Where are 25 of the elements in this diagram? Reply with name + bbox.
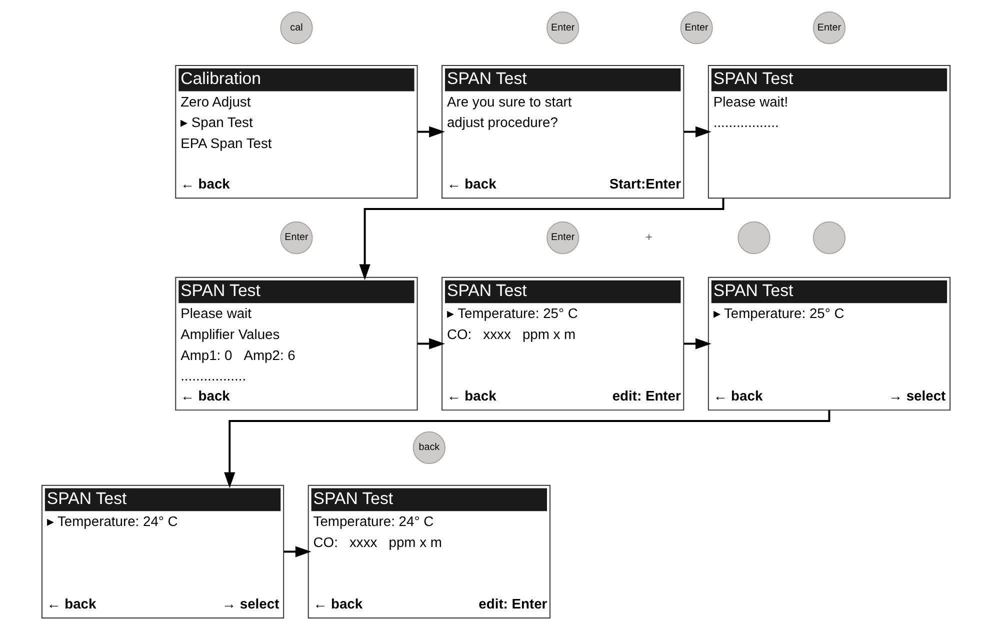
node-box: SPAN Test Please wait Amplifier Values Amp1: 0 Amp2: 6 ................. ← back <box>174 276 418 411</box>
node-box: SPAN Test ▸ Temperature: 24° C ← back → select <box>40 484 284 619</box>
node-box: SPAN Test Please wait! ................. <box>707 64 950 199</box>
node-circle: back <box>412 431 445 464</box>
arrow <box>417 338 444 350</box>
node-circle: Enter <box>812 11 846 44</box>
node-circle: Enter <box>280 221 312 254</box>
arrow <box>417 126 444 138</box>
arrow <box>683 338 711 350</box>
node-box: Calibration Zero Adjust ▸ Span Test EPA Span Test ← back <box>174 64 418 199</box>
node-box: SPAN Test Are you sure to start adjust procedure? ← back Start:Enter <box>441 64 684 199</box>
node-box: SPAN Test ▸ Temperature: 25° C ← back → select <box>707 276 950 411</box>
node-circle <box>737 221 770 254</box>
node-circle: cal <box>280 11 312 44</box>
node-circle: Enter <box>546 221 579 254</box>
arrow <box>358 198 724 280</box>
arrow <box>283 546 311 558</box>
label: + <box>645 230 652 244</box>
arrow <box>683 126 711 138</box>
arrow <box>224 410 830 488</box>
node-box: SPAN Test Temperature: 24° C CO: xxxx ppm x m ← back edit: Enter <box>307 484 550 619</box>
node-circle: Enter <box>546 11 579 44</box>
node-box: SPAN Test ▸ Temperature: 25° C CO: xxxx ppm x m ← back edit: Enter <box>441 276 684 411</box>
node-circle <box>812 221 846 254</box>
node-circle: Enter <box>680 11 712 44</box>
